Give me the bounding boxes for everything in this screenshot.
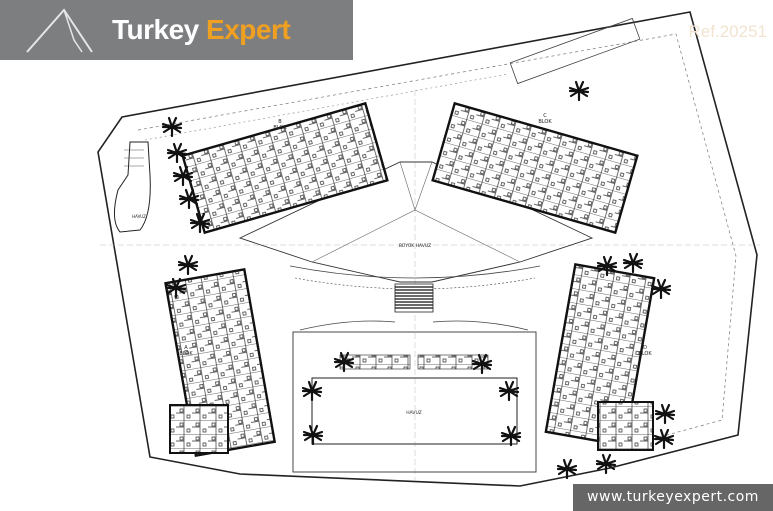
- logo-word-expert: Expert: [206, 14, 291, 45]
- svg-text:BLOK: BLOK: [538, 119, 552, 125]
- website-link[interactable]: www.turkeyexpert.com: [587, 489, 759, 505]
- svg-text:C: C: [543, 113, 547, 119]
- footer-bar: www.turkeyexpert.com: [573, 484, 773, 511]
- svg-text:D: D: [643, 345, 647, 351]
- side-pool: [114, 141, 151, 233]
- main-pool-label: HAVUZ: [406, 410, 422, 416]
- side-pool-label: HAVUZ: [132, 214, 146, 219]
- svg-text:B: B: [278, 119, 282, 125]
- svg-text:BLOK: BLOK: [638, 351, 652, 357]
- palm-tree-icon: [161, 116, 183, 138]
- palm-tree-icon: [568, 80, 590, 102]
- parking-strip: [509, 17, 641, 85]
- large-pool-label: BÜYÜK HAVUZ: [399, 242, 431, 249]
- block-a: A BLOK: [164, 267, 277, 457]
- logo-text[interactable]: Turkey Expert: [112, 14, 291, 46]
- palm-tree-icon: [653, 428, 675, 450]
- reference-number: Ref.20251: [688, 22, 767, 41]
- palm-tree-icon: [622, 252, 644, 274]
- palm-tree-icon: [650, 278, 672, 300]
- block-d: D BLOK: [544, 262, 656, 451]
- palm-tree-icon: [177, 254, 199, 276]
- block-c: C BLOK: [431, 101, 639, 235]
- block-b: B BLOK: [181, 101, 389, 235]
- inner-road: [137, 33, 737, 451]
- logo-bar: Turkey Expert: [0, 0, 353, 60]
- palm-tree-icon: [498, 380, 520, 402]
- svg-text:BLOK: BLOK: [273, 125, 287, 131]
- svg-text:BLOK: BLOK: [179, 351, 193, 357]
- main-pool: [311, 377, 518, 445]
- logo-word-turkey: Turkey: [112, 14, 199, 45]
- svg-text:A: A: [184, 345, 188, 351]
- central-stairs: [394, 283, 434, 313]
- palm-tree-icon: [302, 424, 324, 446]
- main-pool-deck: [292, 331, 537, 473]
- site-boundary: [97, 11, 758, 487]
- logo-triangle-icon: [26, 8, 93, 53]
- palm-tree-icon: [654, 403, 676, 425]
